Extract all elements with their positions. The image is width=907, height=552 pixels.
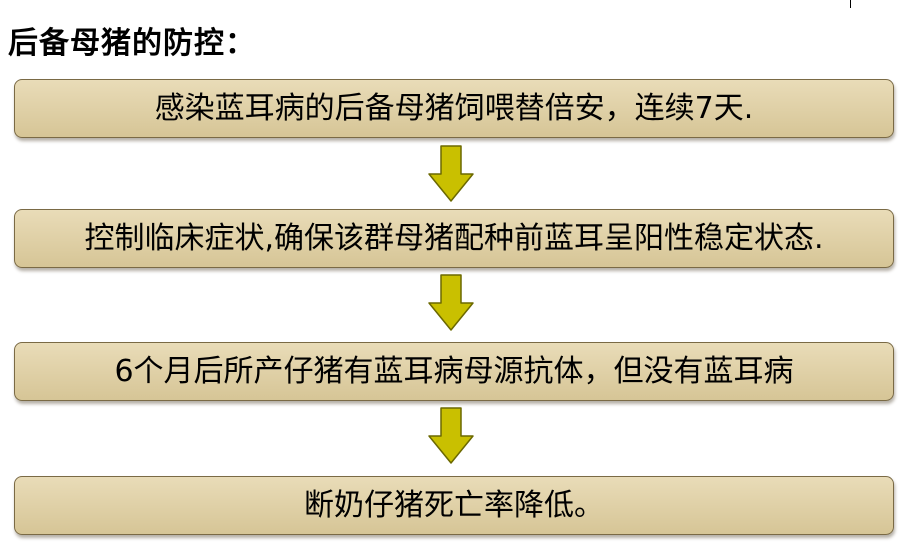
down-arrow-icon — [428, 407, 474, 464]
corner-mark — [850, 0, 851, 8]
flow-step-2: 控制临床症状,确保该群母猪配种前蓝耳呈阳性稳定状态. — [14, 209, 894, 268]
flow-step-1-label: 感染蓝耳病的后备母猪饲喂替倍安，连续7天. — [154, 90, 754, 126]
page-title: 后备母猪的防控： — [8, 26, 256, 61]
flow-step-3: 6个月后所产仔猪有蓝耳病母源抗体，但没有蓝耳病 — [14, 342, 894, 401]
flow-step-1: 感染蓝耳病的后备母猪饲喂替倍安，连续7天. — [14, 79, 894, 138]
flow-step-4-label: 断奶仔猪死亡率降低。 — [304, 487, 604, 523]
down-arrow-icon — [428, 274, 474, 331]
down-arrow-icon — [428, 145, 474, 202]
flow-step-3-label: 6个月后所产仔猪有蓝耳病母源抗体，但没有蓝耳病 — [114, 353, 794, 389]
flow-step-2-label: 控制临床症状,确保该群母猪配种前蓝耳呈阳性稳定状态. — [84, 220, 824, 256]
flow-step-4: 断奶仔猪死亡率降低。 — [14, 476, 894, 535]
